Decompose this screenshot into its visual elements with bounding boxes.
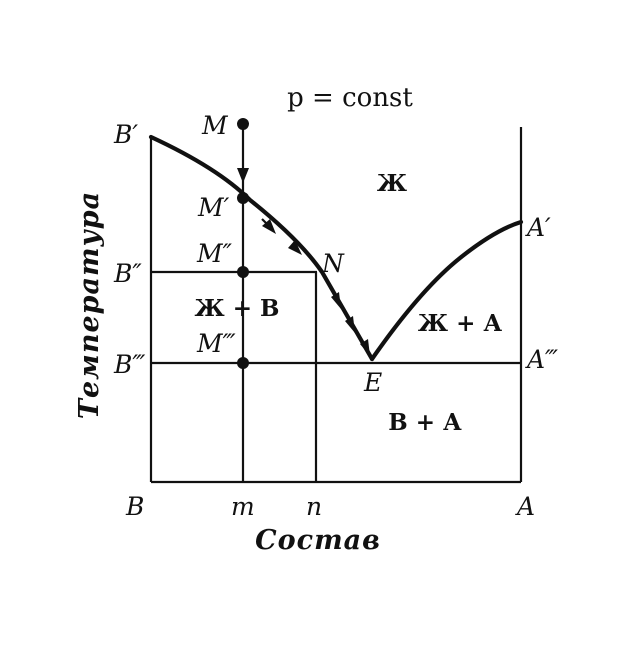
arrow-icon xyxy=(360,339,370,356)
label-b-triple-prime: B‴ xyxy=(113,350,145,379)
arrow-icon xyxy=(331,292,341,309)
point-m-prime xyxy=(237,192,249,204)
label-point-m-double-prime: M″ xyxy=(196,239,233,268)
label-point-m: M xyxy=(201,111,229,140)
label-composition-b: B xyxy=(125,492,144,521)
label-composition-m: m xyxy=(231,492,255,521)
label-point-n: N xyxy=(321,249,345,278)
region-liquid: Ж xyxy=(377,170,407,197)
arrow-icon xyxy=(345,316,355,333)
arrow-icon xyxy=(262,219,276,234)
arrow-icon xyxy=(288,240,302,255)
liquidus-curve-b xyxy=(148,134,375,362)
label-b-double-prime: B″ xyxy=(113,259,142,288)
point-m-double-prime xyxy=(237,266,249,278)
diagram-title: p = const xyxy=(287,83,413,113)
label-point-e: E xyxy=(363,368,382,397)
label-point-m-triple-prime: M‴ xyxy=(196,329,236,358)
region-liquid-b: Ж + В xyxy=(195,295,280,322)
label-point-m-prime: M′ xyxy=(197,193,230,222)
point-m xyxy=(237,118,249,130)
label-a-triple-prime: A‴ xyxy=(525,345,558,374)
label-composition-a: A xyxy=(515,492,535,521)
label-composition-n: n xyxy=(306,492,322,521)
point-m-triple-prime xyxy=(237,357,249,369)
y-axis-title: Температура xyxy=(74,191,105,419)
arrow-down-icon xyxy=(237,168,249,183)
label-b-prime: B′ xyxy=(113,120,138,149)
x-axis-title: Состав xyxy=(255,525,381,556)
liquidus-curve-a xyxy=(369,219,524,362)
label-a-prime: A′ xyxy=(525,213,551,242)
region-b-a: В + А xyxy=(388,409,462,436)
region-liquid-a: Ж + А xyxy=(418,310,502,337)
